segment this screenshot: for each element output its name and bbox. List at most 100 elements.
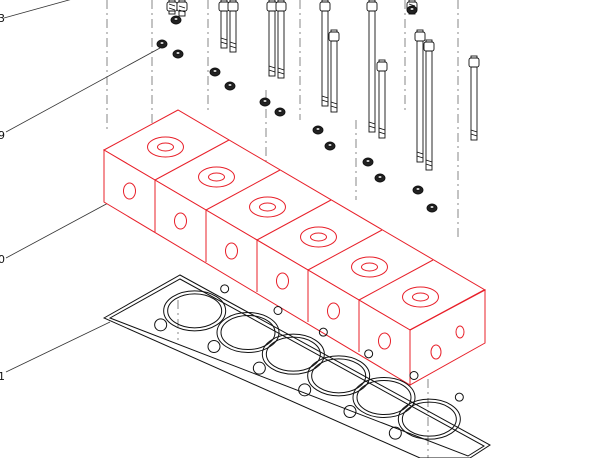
nut-bore [365, 159, 371, 163]
bolt-thread [321, 95, 329, 99]
bolt-head [275, 1, 287, 12]
nut-bore [277, 109, 283, 113]
bolt-thread [408, 3, 416, 7]
port-hole [276, 272, 289, 290]
bore-ring-inner [356, 380, 412, 415]
head-bolt-7 [319, 0, 331, 107]
bolt-head [366, 1, 378, 12]
bore-ring-inner [401, 401, 457, 437]
head-section-5 [327, 256, 434, 352]
bolt-thread [168, 7, 176, 11]
bolt-hole [364, 349, 374, 359]
bolt-thread [178, 9, 186, 13]
injector-bore [157, 142, 174, 152]
coolant-hole [252, 361, 266, 375]
gasket-outline [102, 274, 491, 458]
bolt-thread [277, 71, 285, 75]
bolt-thread [470, 129, 478, 133]
head-bolt-3 [218, 0, 230, 49]
nut-bore [175, 51, 181, 55]
head-section-1 [123, 136, 230, 232]
bolt-head [328, 31, 340, 42]
bolt-thread [368, 125, 376, 129]
section-top-divider [358, 259, 434, 301]
bolt-head [423, 41, 435, 52]
bolt-thread [378, 131, 386, 135]
bolt-thread [330, 101, 338, 105]
bore-ring-outer [261, 333, 325, 375]
port-hole [378, 332, 391, 350]
bolt-shank [470, 55, 478, 141]
bolt-hole [409, 371, 419, 380]
nut-bore [212, 69, 218, 73]
nut-8 [324, 141, 336, 151]
coolant-hole [343, 405, 357, 418]
cylinder-head [102, 109, 487, 386]
bolt-thread [368, 121, 376, 125]
callout-label-4: 1 [0, 370, 5, 383]
nut-bore [409, 7, 415, 11]
bore-ring-inner [167, 293, 223, 329]
nut-3 [209, 67, 221, 77]
head-section-6 [378, 286, 485, 382]
coolant-hole [388, 426, 402, 440]
bolt-head [376, 61, 388, 72]
bolt-thread [220, 41, 228, 45]
bolt-thread [268, 65, 276, 69]
nut-10 [374, 173, 386, 183]
bolt-hole [318, 327, 328, 337]
bolt-hole [273, 306, 283, 315]
coolant-hole [207, 340, 221, 353]
port-hole [123, 182, 136, 200]
bolt-hole [220, 284, 230, 294]
cylinder-bore-6 [388, 392, 464, 440]
bolt-thread [268, 69, 276, 73]
bolt-shank [268, 0, 276, 77]
head-gasket [102, 274, 491, 458]
bolt-thread [168, 3, 176, 7]
port-hole [327, 302, 340, 320]
section-top-divider [205, 169, 281, 211]
head-bolts [166, 0, 480, 171]
cylinder-bore-3 [252, 327, 328, 375]
side-port-hole [455, 325, 465, 339]
cylinder-bore-2 [207, 306, 283, 353]
nuts [156, 5, 438, 213]
cylinder-bore-1 [154, 284, 230, 332]
injector-bore [208, 172, 225, 182]
head-section-4 [276, 226, 383, 322]
nut-11 [412, 185, 424, 195]
bolt-thread [425, 159, 433, 163]
head-bolt-5 [266, 0, 278, 77]
bolt-shank [425, 39, 433, 171]
nut-9 [362, 157, 374, 167]
bolt-head [227, 1, 239, 12]
bolt-head [176, 1, 188, 12]
head-bolt-6 [275, 0, 287, 79]
gasket-bores [154, 284, 464, 440]
cylinder-bore-4 [298, 349, 374, 397]
section-top-divider [409, 289, 485, 331]
bore-ring-outer [352, 377, 416, 418]
bolt-head [218, 1, 230, 12]
gasket-inner-outline [108, 278, 485, 457]
callout-label-1: 3 [0, 12, 5, 25]
nut-bore [173, 17, 179, 21]
bolt-shank [277, 0, 285, 79]
head-bolt-13 [468, 55, 480, 141]
bolt-thread [220, 37, 228, 41]
nut-bore [429, 205, 435, 209]
leader-line-1 [3, 0, 71, 19]
cylinder-bore-5 [343, 371, 419, 418]
injector-bore [361, 262, 378, 272]
bolt-shank [416, 29, 424, 163]
nut-7 [312, 125, 324, 135]
bolt-shank [378, 59, 386, 139]
injector-bore [310, 232, 327, 242]
bolt-thread [470, 133, 478, 137]
nut-4 [224, 81, 236, 91]
bolt-thread [378, 127, 386, 131]
bolt-head [468, 57, 480, 68]
bolt-shank [220, 0, 228, 49]
injector-bore [412, 292, 429, 302]
